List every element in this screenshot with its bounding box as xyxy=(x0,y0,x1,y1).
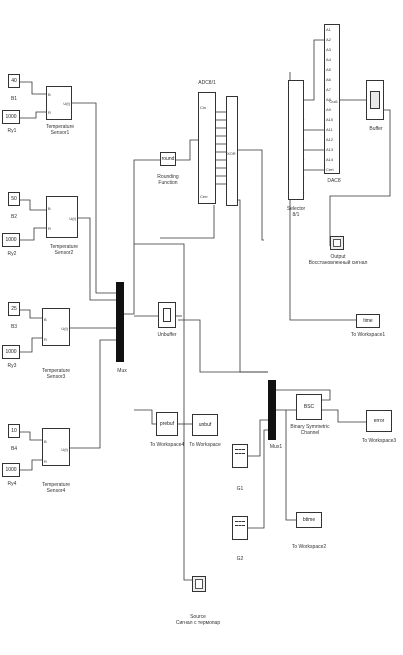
generator-g1-caption: G1 xyxy=(236,486,244,492)
adc-port-cerr: Cerr xyxy=(200,194,208,199)
rounding-function-block[interactable]: round xyxy=(160,152,176,166)
constant-r2[interactable]: 1000 xyxy=(2,233,20,247)
mux1-caption: Mux1 xyxy=(269,444,283,450)
dac-port: A1 xyxy=(326,27,331,32)
sensor-4-port-out: U(t) xyxy=(61,447,68,452)
adc-port-cin: Cin xyxy=(200,105,207,110)
constant-b3[interactable]: 25 xyxy=(8,302,20,316)
constant-r3[interactable]: 1000 xyxy=(2,345,20,359)
sensor-1-port-out: U(t) xyxy=(63,101,70,106)
mux-caption: Mux xyxy=(117,368,127,374)
signal-label-ry1: Ry1 xyxy=(7,128,17,134)
dac-port: A11 xyxy=(326,127,333,132)
sensor-1-port-b: B xyxy=(48,92,51,97)
dac-port: A14 xyxy=(326,157,334,162)
temperature-sensor-3[interactable]: B R U(t) xyxy=(42,308,70,346)
buffer-icon xyxy=(370,91,380,109)
dac-port: A13 xyxy=(326,147,334,152)
sensor-2-port-b: B xyxy=(48,206,51,211)
unbuffer-caption: Unbuffer xyxy=(157,332,177,338)
adc-block[interactable]: Cin Cerr xyxy=(198,92,216,204)
temperature-sensor-4[interactable]: B R U(t) xyxy=(42,428,70,466)
sensor-2-port-r: R xyxy=(48,226,51,231)
dac-caption: DAC8 xyxy=(327,178,341,184)
signal-label-ry3: Ry3 xyxy=(7,363,17,369)
to-workspace1-block[interactable]: time xyxy=(356,314,380,328)
sensor-3-port-b: B xyxy=(44,317,47,322)
dac-port: A12 xyxy=(326,137,334,142)
mux1-block[interactable] xyxy=(268,380,276,440)
output-scope[interactable] xyxy=(330,236,344,250)
to-workspace-block[interactable]: unbuf xyxy=(192,414,218,436)
constant-b1[interactable]: 40 xyxy=(8,74,20,88)
generator-g2-caption: G2 xyxy=(236,556,244,562)
sensor-3-port-out: U(t) xyxy=(61,326,68,331)
temperature-sensor-2[interactable]: B R U(t) xyxy=(46,196,78,238)
dac-port: A5 xyxy=(326,67,331,72)
buffer-block[interactable] xyxy=(366,80,384,120)
dac-port: A8 xyxy=(326,97,331,102)
signal-label-b2: B2 xyxy=(10,214,18,220)
selector-block[interactable] xyxy=(288,80,304,200)
sensor-4-port-r: R xyxy=(44,459,47,464)
signal-label-b4: B4 xyxy=(10,446,18,452)
sensor-4-port-b: B xyxy=(44,439,47,444)
generator-g1[interactable] xyxy=(232,444,248,468)
xor-label: XOR xyxy=(227,151,236,156)
signal-label-ry4: Ry4 xyxy=(7,481,17,487)
dac-port: A7 xyxy=(326,87,331,92)
xor-block[interactable]: XOR xyxy=(226,96,238,206)
to-workspace3-block[interactable]: error xyxy=(366,410,392,432)
dac-port: A10 xyxy=(326,117,334,122)
adc-title: ADC8/1 xyxy=(198,80,216,86)
dac-block[interactable]: A1 A2 A3 A4 A5 A6 A7 A8 A9 A10 A11 A12 A… xyxy=(324,24,340,174)
mux-block[interactable] xyxy=(116,282,124,362)
constant-b4[interactable]: 10 xyxy=(8,424,20,438)
dac-port: A3 xyxy=(326,47,331,52)
unbuffer-icon xyxy=(163,308,171,322)
unbuffer-block[interactable] xyxy=(158,302,176,328)
buffer-caption: Buffer xyxy=(369,126,383,132)
to-workspace3-caption: To Workspace3 xyxy=(361,438,397,444)
dac-port: A9 xyxy=(326,107,331,112)
signal-label-ry2: Ry2 xyxy=(7,251,17,257)
signal-label-b1: B1 xyxy=(10,96,18,102)
to-workspace4-block[interactable]: prebuf xyxy=(156,412,178,436)
constant-r1[interactable]: 1000 xyxy=(2,110,20,124)
temperature-sensor-1[interactable]: B R U(t) xyxy=(46,86,72,120)
dac-port: A2 xyxy=(326,37,331,42)
source-scope[interactable] xyxy=(192,576,206,592)
to-workspace4-caption: To Workspace4 xyxy=(149,442,185,448)
to-workspace-caption: To Workspace xyxy=(189,442,221,448)
signal-label-b3: B3 xyxy=(10,324,18,330)
dac-port-out: Out1 xyxy=(329,99,338,104)
binary-symmetric-channel-block[interactable]: BSC xyxy=(296,394,322,420)
to-workspace2-caption: To Workspace2 xyxy=(291,544,327,550)
to-workspace1-caption: To Workspace1 xyxy=(350,332,386,338)
constant-r4[interactable]: 1000 xyxy=(2,463,20,477)
sensor-3-port-r: R xyxy=(44,337,47,342)
sensor-2-port-out: U(t) xyxy=(69,216,76,221)
generator-g2[interactable] xyxy=(232,516,248,540)
dac-port: A4 xyxy=(326,57,331,62)
dac-port-cert: Cert xyxy=(326,167,334,172)
to-workspace2-block[interactable]: btime xyxy=(296,512,322,528)
dac-port: A6 xyxy=(326,77,331,82)
sensor-1-port-r: R xyxy=(48,110,51,115)
constant-b2[interactable]: 50 xyxy=(8,192,20,206)
